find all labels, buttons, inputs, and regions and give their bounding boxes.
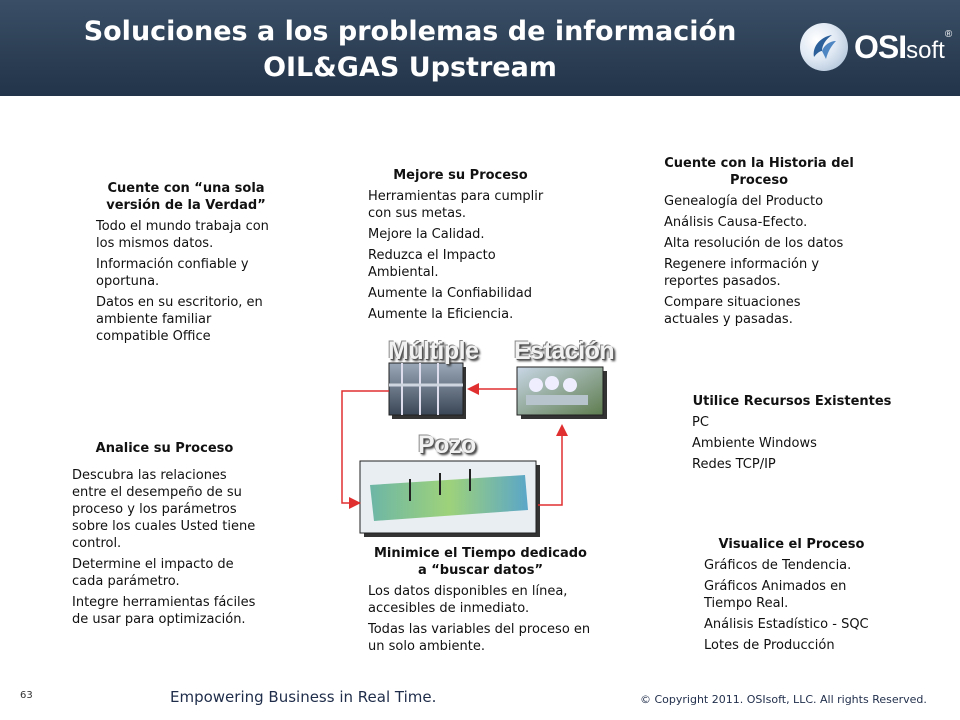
- block-visualice: Visualice el Proceso Gráficos de Tendenc…: [704, 536, 879, 658]
- footer-tagline: Empowering Business in Real Time.: [170, 688, 437, 706]
- list-item: Gráficos de Tendencia.: [704, 558, 852, 573]
- list-item: Ambiente Windows: [692, 436, 817, 451]
- process-diagram: Múltiple Estación Pozo: [330, 335, 620, 545]
- list-item: Análisis Estadístico - SQC: [704, 617, 869, 632]
- list-item: Información confiable y oportuna.: [96, 257, 249, 289]
- block-title: Cuente con “una sola versión de la Verda…: [106, 181, 266, 213]
- list-item: Genealogía del Producto: [664, 194, 824, 209]
- label-estacion: Estación: [514, 337, 615, 365]
- list-item: Descubra las relaciones entre el desempe…: [72, 468, 256, 551]
- block-title: Utilice Recursos Existentes: [692, 394, 892, 409]
- label-multiple: Múltiple: [388, 337, 479, 365]
- logo-text-bold: OSI: [854, 28, 907, 65]
- list-item: Determine el impacto de cada parámetro.: [72, 557, 234, 589]
- logo-text-rest: soft: [906, 36, 945, 64]
- osisoft-logo: OSIsoft®: [800, 20, 952, 74]
- osisoft-logo-icon: [800, 23, 848, 71]
- list-item: Compare situaciones actuales y pasadas.: [664, 295, 801, 327]
- block-verdad: Cuente con “una sola versión de la Verda…: [96, 180, 276, 349]
- block-title: Analice su Proceso: [95, 441, 234, 456]
- title-banner: Soluciones a los problemas de informació…: [0, 0, 960, 96]
- list-item: PC: [692, 415, 709, 430]
- block-mejore: Mejore su Proceso Herramientas para cump…: [368, 167, 553, 327]
- manifold-image: [388, 362, 466, 419]
- title-line-2: OIL&GAS Upstream: [263, 52, 557, 83]
- block-title: Mejore su Proceso: [393, 168, 528, 183]
- list-item: Todo el mundo trabaja con los mismos dat…: [96, 219, 269, 251]
- list-item: Redes TCP/IP: [692, 457, 776, 472]
- title-line-1: Soluciones a los problemas de informació…: [83, 16, 737, 47]
- slide-title: Soluciones a los problemas de informació…: [40, 14, 780, 86]
- list-item: Los datos disponibles en línea, accesibl…: [368, 584, 568, 616]
- list-item: Alta resolución de los datos: [664, 236, 844, 251]
- block-title: Cuente con la Historia del Proceso: [664, 156, 854, 188]
- label-pozo: Pozo: [418, 431, 476, 459]
- list-item: Análisis Causa-Efecto.: [664, 215, 808, 230]
- list-item: Integre herramientas fáciles de usar par…: [72, 595, 256, 627]
- well-image: [359, 460, 540, 537]
- list-item: Reduzca el Impacto Ambiental.: [368, 248, 496, 280]
- logo-registered: ®: [944, 28, 953, 40]
- list-item: Mejore la Calidad.: [368, 227, 485, 242]
- block-title: Minimice el Tiempo dedicado a “buscar da…: [373, 546, 587, 578]
- flow-arrows: [341, 383, 568, 509]
- block-historia: Cuente con la Historia del Proceso Genea…: [664, 155, 854, 332]
- block-analice: Analice su Proceso Descubra las relacion…: [72, 440, 257, 632]
- list-item: Aumente la Eficiencia.: [368, 307, 514, 322]
- list-item: Aumente la Confiabilidad: [368, 286, 532, 301]
- block-title: Visualice el Proceso: [718, 537, 865, 552]
- block-recursos: Utilice Recursos Existentes PC Ambiente …: [692, 393, 892, 477]
- station-image: [516, 366, 607, 419]
- list-item: Lotes de Producción: [704, 638, 835, 653]
- footer-copyright: © Copyright 2011. OSIsoft, LLC. All righ…: [640, 693, 927, 706]
- page-number: 63: [20, 690, 33, 701]
- list-item: Datos en su escritorio, en ambiente fami…: [96, 295, 263, 344]
- list-item: Gráficos Animados en Tiempo Real.: [704, 579, 847, 611]
- list-item: Todas las variables del proceso en un so…: [368, 622, 591, 654]
- block-minimice: Minimice el Tiempo dedicado a “buscar da…: [368, 545, 593, 659]
- list-item: Herramientas para cumplir con sus metas.: [368, 189, 544, 221]
- list-item: Regenere información y reportes pasados.: [664, 257, 820, 289]
